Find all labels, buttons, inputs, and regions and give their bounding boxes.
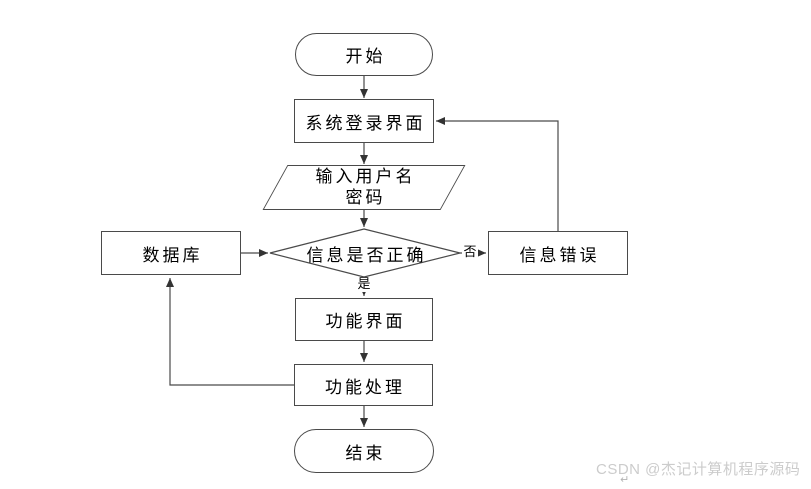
node-database-label: 数据库: [142, 245, 203, 266]
node-login-screen-label: 系统登录界面: [305, 113, 426, 134]
node-end: 结束: [294, 429, 434, 473]
node-error-label: 信息错误: [519, 245, 600, 266]
node-decision: 信息是否正确: [270, 229, 460, 277]
node-input-credentials: 输入用户名 密码: [262, 165, 466, 210]
node-input-credentials-label: 输入用户名 密码: [276, 166, 452, 209]
node-decision-label: 信息是否正确: [306, 245, 427, 266]
node-function-process-label: 功能处理: [325, 377, 405, 398]
node-function-screen: 功能界面: [295, 298, 433, 341]
node-login-screen: 系统登录界面: [294, 99, 434, 143]
node-function-screen-label: 功能界面: [325, 312, 406, 332]
node-error: 信息错误: [488, 231, 628, 275]
node-database: 数据库: [101, 231, 241, 275]
node-start: 开始: [295, 33, 433, 76]
input-credentials-line2: 密码: [345, 187, 386, 208]
branch-label-yes: 是: [356, 277, 372, 292]
node-start-label: 开始: [345, 47, 386, 67]
input-credentials-line1: 输入用户名: [315, 166, 416, 187]
watermark-text: CSDN @杰记计算机程序源码: [596, 461, 801, 478]
node-end-label: 结束: [345, 443, 386, 464]
paragraph-return-mark: ↵: [620, 473, 630, 486]
branch-label-no: 否: [462, 245, 478, 260]
node-function-process: 功能处理: [294, 364, 433, 406]
